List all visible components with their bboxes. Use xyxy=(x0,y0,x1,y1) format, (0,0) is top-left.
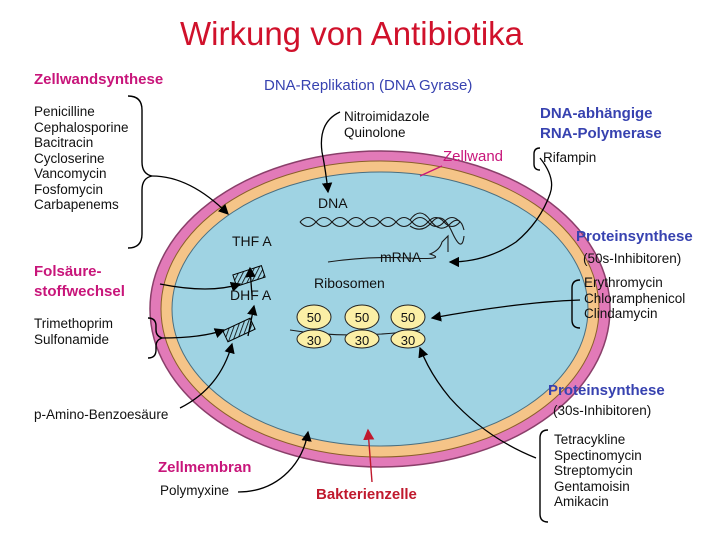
label-bakterienzelle: Bakterienzelle xyxy=(316,486,417,503)
drug-item: Clindamycin xyxy=(584,306,658,321)
drug-item: Sulfonamide xyxy=(34,331,110,347)
line-protein-30s xyxy=(418,346,537,459)
ribosome-small-label: 30 xyxy=(306,333,322,348)
line-dna-replikation xyxy=(320,111,341,194)
heading-folsaeure: Folsäure- xyxy=(34,263,102,280)
drug-item: Nitroimidazole xyxy=(344,109,430,124)
line-zellwand xyxy=(151,175,229,215)
ribosome-1 xyxy=(296,304,332,349)
heading-proteinsynthese-30s: Proteinsynthese xyxy=(548,382,665,399)
drug-item: Gentamoisin xyxy=(554,478,630,494)
folsaeure-drug-list: Trimethoprim Sulfonamide xyxy=(34,316,113,347)
heading-rna-polymerase: RNA-Polymerase xyxy=(540,125,662,142)
brace-zellwand xyxy=(127,95,153,249)
bracket-rifampin xyxy=(533,147,541,171)
zellwand-drug-list: Penicilline Cephalosporine Bacitracin Cy… xyxy=(34,104,129,213)
drug-item: Bacitracin xyxy=(34,135,94,150)
label-zellwand: Zellwand xyxy=(443,148,504,165)
cytoplasm xyxy=(171,171,589,447)
protein-30s-drug-list: Tetracykline Spectinomycin Streptomycin … xyxy=(554,432,642,510)
line-folsaeure-drugs xyxy=(161,328,226,339)
drug-rifampin: Rifampin xyxy=(543,150,597,165)
line-rna-polymerase xyxy=(448,157,553,268)
drug-item: Erythromycin xyxy=(584,275,663,290)
ribosome-large-label: 50 xyxy=(354,310,370,325)
drug-item: Streptomycin xyxy=(554,463,633,478)
line-bakterienzelle xyxy=(363,428,375,483)
label-dhf: DHF A xyxy=(230,287,272,303)
drug-item: Vancomycin xyxy=(34,166,107,181)
drug-item: Spectinomycin xyxy=(554,447,642,463)
heading-proteinsynthese-50s: Proteinsynthese xyxy=(576,228,693,245)
drug-item: Fosfomycin xyxy=(34,181,104,197)
folate-arrow-2 xyxy=(247,304,258,337)
line-paba xyxy=(179,342,235,409)
subheading-50s: (50s-Inhibitoren) xyxy=(583,251,682,266)
drug-item: Amikacin xyxy=(554,494,609,509)
ribosome-large-label: 50 xyxy=(400,310,416,325)
label-dna: DNA xyxy=(318,195,348,211)
drug-item: Trimethoprim xyxy=(34,316,114,331)
drug-item: Tetracykline xyxy=(554,432,626,447)
drug-item: Quinolone xyxy=(344,124,406,140)
heading-dna-abhaengige: DNA-abhängige xyxy=(540,105,653,122)
drug-polymyxine: Polymyxine xyxy=(160,483,230,498)
ribosome-3 xyxy=(390,304,426,349)
dna-replikation-drug-list: Nitroimidazole Quinolone xyxy=(344,109,430,140)
heading-zellmembran: Zellmembran xyxy=(158,459,252,476)
enzyme-block-2 xyxy=(222,317,256,343)
heading-dna-replikation: DNA-Replikation (DNA Gyrase) xyxy=(264,77,473,94)
protein-50s-drug-list: Erythromycin Chloramphenicol Clindamycin xyxy=(584,275,685,322)
diagram-title: Wirkung von Antibiotika xyxy=(180,15,524,52)
ribosome-large-label: 50 xyxy=(306,310,322,325)
drug-item: Penicilline xyxy=(34,104,95,119)
drug-item: Chloramphenicol xyxy=(584,290,686,306)
heading-zellwandsynthese: Zellwandsynthese xyxy=(34,71,164,88)
line-zellwand-label xyxy=(419,165,443,177)
mrna-strand xyxy=(327,234,449,263)
label-mrna: mRNA xyxy=(380,249,422,265)
drug-item: Cycloserine xyxy=(34,150,105,166)
line-zellmembran xyxy=(237,430,312,493)
label-ribosomen: Ribosomen xyxy=(314,275,385,291)
drug-item: Carbapenems xyxy=(34,197,119,212)
ribosome-small-label: 30 xyxy=(354,333,370,348)
label-paba: p-Amino-Benzoesäure xyxy=(34,407,169,422)
line-protein-50s xyxy=(430,299,581,322)
label-thf: THF A xyxy=(232,233,272,249)
folate-arrow xyxy=(245,266,256,297)
ribosome-2 xyxy=(344,304,380,349)
drug-item: Cephalosporine xyxy=(34,119,129,135)
heading-stoffwechsel: stoffwechsel xyxy=(34,283,125,300)
line-folsaeure xyxy=(159,281,242,292)
dna-helix xyxy=(299,212,465,245)
bracket-30s xyxy=(539,429,549,523)
ribosome-small-label: 30 xyxy=(400,333,416,348)
bracket-50s xyxy=(571,279,581,329)
subheading-30s: (30s-Inhibitoren) xyxy=(553,403,652,418)
